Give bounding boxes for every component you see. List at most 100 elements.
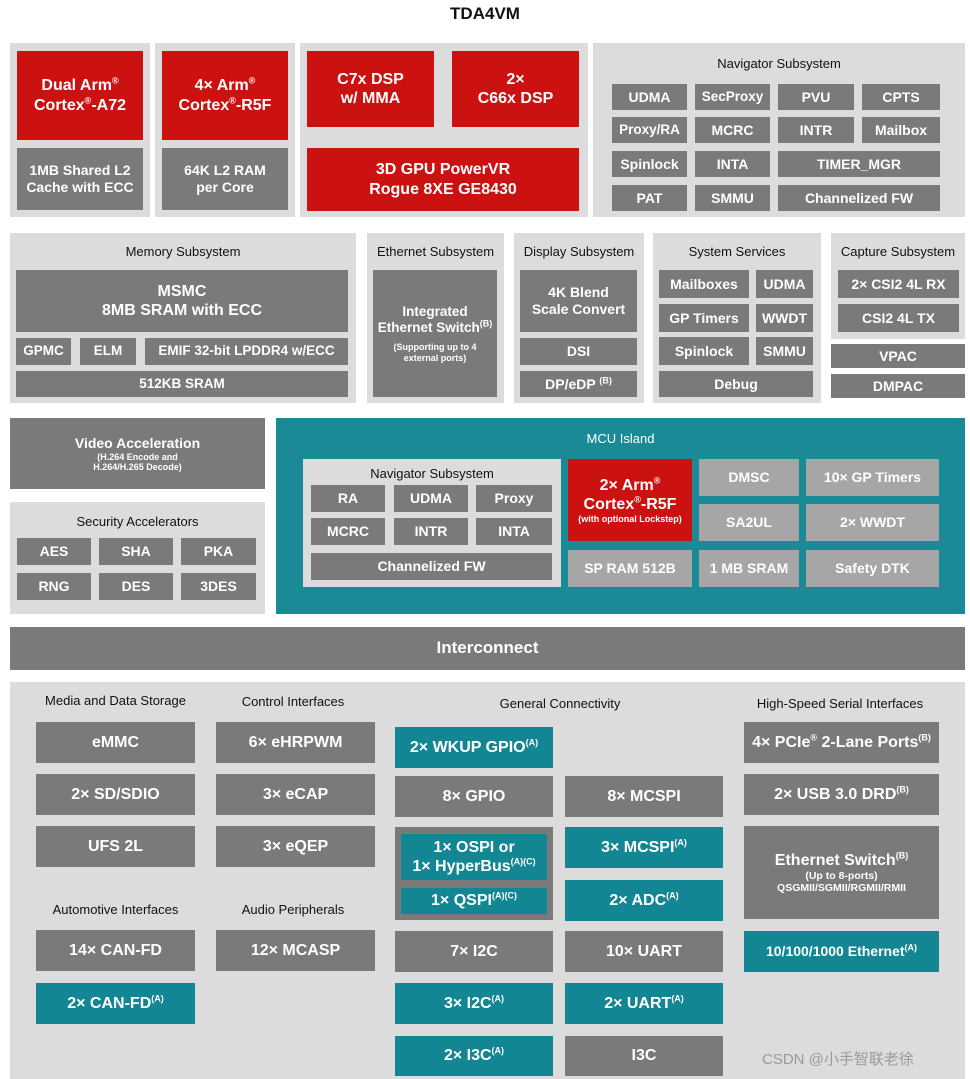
automotive-interfaces-label: Automotive Interfaces: [52, 902, 179, 917]
mcu-r5f-block: 2× Arm® Cortex®-R5F (with optional Locks…: [568, 459, 692, 541]
elm-block: ELM: [80, 338, 136, 365]
gen-uart-mcu: 2× UART(A): [565, 983, 723, 1024]
hs-gigabit-ethernet: 10/100/1000 Ethernet(A): [744, 931, 939, 972]
chip-title: TDA4VM: [450, 4, 520, 23]
gen-mcspi: 8× MCSPI: [565, 776, 723, 817]
sec-aes: AES: [17, 538, 91, 565]
auto-can-fd-mcu: 2× CAN-FD(A): [36, 983, 195, 1024]
gen-i2c: 7× I2C: [395, 931, 553, 972]
mcu-nav-proxy: Proxy: [476, 485, 552, 512]
gen-ospi-hyperbus: 1× OSPI or 1× HyperBus(A)(C): [401, 834, 547, 880]
control-interfaces-label: Control Interfaces: [241, 694, 345, 709]
mcu-nav-inta: INTA: [476, 518, 552, 545]
gen-mcspi-mcu: 3× MCSPI(A): [565, 827, 723, 868]
nav-proxy-ra: Proxy/RA: [612, 117, 687, 143]
nav-pat: PAT: [612, 185, 687, 211]
mcu-wwdt-block: 2× WWDT: [806, 504, 939, 541]
hs-usb: 2× USB 3.0 DRD(B): [744, 774, 939, 815]
nav-timer-mgr: TIMER_MGR: [778, 151, 940, 177]
sram-512kb-block: 512KB SRAM: [16, 371, 348, 397]
sec-sha: SHA: [99, 538, 173, 565]
ctrl-eqep: 3× eQEP: [216, 826, 375, 867]
nav-secproxy: SecProxy: [695, 84, 770, 110]
nav-mailbox: Mailbox: [862, 117, 940, 143]
c66x-dsp-block: 2×C66x DSP: [452, 51, 579, 127]
audio-mcasp: 12× MCASP: [216, 930, 375, 971]
media-storage-label: Media and Data Storage: [45, 693, 186, 708]
sec-des: DES: [99, 573, 173, 600]
nav-channelized-fw: Channelized FW: [778, 185, 940, 211]
mcu-sa2ul-block: SA2UL: [699, 504, 799, 541]
nav-inta: INTA: [695, 151, 770, 177]
mcu-nav-intr: INTR: [394, 518, 468, 545]
sec-rng: RNG: [17, 573, 91, 600]
sys-debug: Debug: [659, 371, 813, 397]
ctrl-ehrpwm: 6× eHRPWM: [216, 722, 375, 763]
gen-i3c-mcu: 2× I3C(A): [395, 1036, 553, 1076]
interconnect-bar: Interconnect: [10, 627, 965, 670]
sys-mailboxes: Mailboxes: [659, 270, 749, 298]
mcu-nav-channelized-fw: Channelized FW: [311, 553, 552, 580]
navigator-subsystem-label: Navigator Subsystem: [717, 56, 841, 71]
media-ufs: UFS 2L: [36, 826, 195, 867]
r5f-block: 4× Arm® Cortex®-R5F: [162, 51, 288, 140]
sys-smmu: SMMU: [756, 337, 813, 365]
sys-udma: UDMA: [756, 270, 813, 298]
hs-pcie: 4× PCIe® 2-Lane Ports(B): [744, 722, 939, 763]
nav-intr: INTR: [778, 117, 854, 143]
ctrl-ecap: 3× eCAP: [216, 774, 375, 815]
gen-qspi: 1× QSPI(A)(C): [401, 888, 547, 914]
sys-spinlock: Spinlock: [659, 337, 749, 365]
mcu-sp-ram-block: SP RAM 512B: [568, 550, 692, 587]
display-subsystem-label: Display Subsystem: [523, 244, 635, 259]
mcu-gp-timers-block: 10× GP Timers: [806, 459, 939, 496]
ethernet-subsystem-label: Ethernet Subsystem: [376, 244, 495, 259]
nav-spinlock: Spinlock: [612, 151, 687, 177]
sys-wwdt: WWDT: [756, 304, 813, 332]
gen-uart: 10× UART: [565, 931, 723, 972]
mcu-dmsc-block: DMSC: [699, 459, 799, 496]
csi2-rx-block: 2× CSI2 4L RX: [838, 270, 959, 298]
security-accelerators-label: Security Accelerators: [76, 514, 199, 529]
media-sd-sdio: 2× SD/SDIO: [36, 774, 195, 815]
gen-i3c: I3C: [565, 1036, 723, 1076]
nav-cpts: CPTS: [862, 84, 940, 110]
gen-i2c-mcu: 3× I2C(A): [395, 983, 553, 1024]
dmpac-block: DMPAC: [831, 374, 965, 398]
mcu-safety-dtk-block: Safety DTK: [806, 550, 939, 587]
nav-pvu: PVU: [778, 84, 854, 110]
gen-adc: 2× ADC(A): [565, 880, 723, 921]
gpmc-block: GPMC: [16, 338, 71, 365]
sys-gp-timers: GP Timers: [659, 304, 749, 332]
watermark: CSDN @小手智联老徐: [762, 1051, 914, 1068]
sec-3des: 3DES: [181, 573, 256, 600]
nav-udma: UDMA: [612, 84, 687, 110]
mcu-navigator-label: Navigator Subsystem: [370, 466, 494, 481]
system-services-label: System Services: [688, 244, 786, 259]
auto-can-fd: 14× CAN-FD: [36, 930, 195, 971]
sec-pka: PKA: [181, 538, 256, 565]
mcu-island-label: MCU Island: [586, 431, 655, 446]
gen-gpio: 8× GPIO: [395, 776, 553, 817]
emif-block: EMIF 32-bit LPDDR4 w/ECC: [145, 338, 348, 365]
mcu-nav-udma: UDMA: [394, 485, 468, 512]
csi2-tx-block: CSI2 4L TX: [838, 304, 959, 332]
mcu-nav-ra: RA: [311, 485, 385, 512]
gen-wkup-gpio: 2× WKUP GPIO(A): [395, 727, 553, 768]
memory-subsystem-label: Memory Subsystem: [125, 244, 241, 259]
nav-smmu: SMMU: [695, 185, 770, 211]
media-emmc: eMMC: [36, 722, 195, 763]
hs-ethernet-switch: Ethernet Switch(B) (Up to 8-ports) QSGMI…: [744, 826, 939, 919]
integrated-ethernet-switch-block: Integrated Ethernet Switch(B) (Supportin…: [373, 270, 497, 397]
vpac-block: VPAC: [831, 344, 965, 368]
general-connectivity-label: General Connectivity: [499, 696, 621, 711]
capture-subsystem-label: Capture Subsystem: [840, 244, 956, 259]
high-speed-serial-label: High-Speed Serial Interfaces: [756, 696, 924, 711]
a72-block: Dual Arm® Cortex®-A72: [17, 51, 143, 140]
